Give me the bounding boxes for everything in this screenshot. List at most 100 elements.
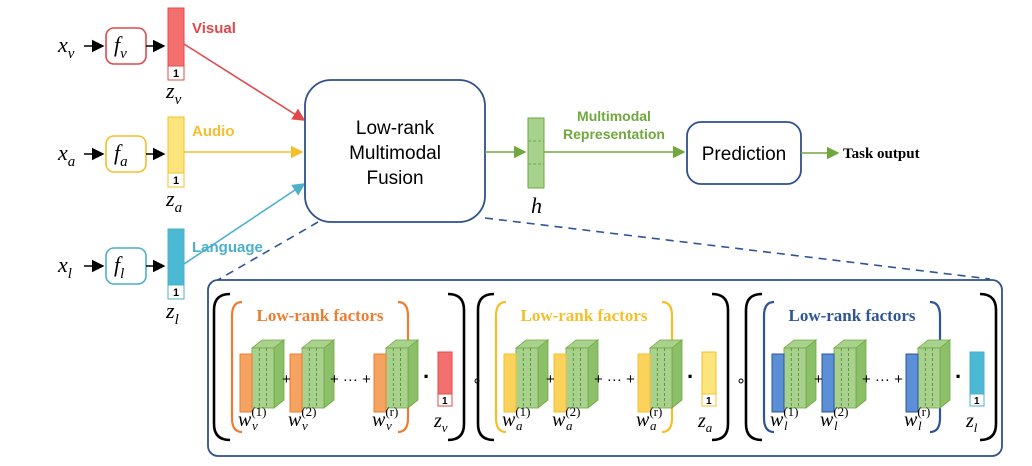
dot-operator: · bbox=[423, 364, 430, 389]
z-factor-label: zl bbox=[965, 410, 978, 435]
plus-dots-operator: + ··· + bbox=[594, 371, 635, 388]
z-vector-one-cell bbox=[969, 393, 985, 407]
factor-slab-2 bbox=[289, 353, 303, 413]
z-factor-label: za bbox=[697, 410, 713, 435]
factor-slab-1 bbox=[771, 353, 785, 413]
factor-block-side bbox=[407, 339, 419, 409]
z-a-label: za bbox=[165, 186, 182, 216]
w-label: w(r)l bbox=[904, 404, 930, 433]
z-l-label: zl bbox=[165, 298, 179, 328]
z-v-vector bbox=[167, 7, 185, 67]
factor-block-front bbox=[301, 347, 325, 409]
w-label: w(2)a bbox=[552, 404, 581, 433]
factor-block-front bbox=[565, 347, 589, 409]
factor-block-front bbox=[833, 347, 857, 409]
fusion-label-line1: Low-rank bbox=[356, 118, 435, 139]
h-label: h bbox=[531, 193, 542, 218]
factor-slab-2 bbox=[553, 353, 567, 413]
task-output-label: Task output bbox=[843, 146, 920, 162]
open-paren bbox=[212, 292, 231, 442]
z-vector-one: 1 bbox=[974, 396, 980, 407]
factor-open-bracket bbox=[762, 300, 775, 434]
z-vector-one-cell bbox=[437, 393, 453, 407]
representation-line2: Representation bbox=[563, 126, 665, 142]
z-vector bbox=[701, 351, 717, 395]
dot-operator: · bbox=[955, 364, 962, 389]
factor-group-title: Low-rank factors bbox=[788, 306, 915, 325]
representation-line1: Multimodal bbox=[577, 108, 651, 124]
z-a-one-cell bbox=[167, 172, 185, 188]
f-a-label: fa bbox=[114, 140, 128, 170]
plus-operator: + bbox=[282, 371, 291, 388]
factor-open-bracket bbox=[494, 300, 507, 434]
z-vector bbox=[969, 351, 985, 395]
z-l-vector bbox=[167, 228, 185, 286]
close-paren bbox=[979, 292, 998, 442]
factor-block-side bbox=[939, 339, 951, 409]
w-label: w(1)v bbox=[238, 404, 267, 433]
close-paren bbox=[711, 292, 730, 442]
z-l-one: 1 bbox=[173, 287, 179, 299]
z-vector-one-cell bbox=[701, 393, 717, 407]
z-l-one-cell bbox=[167, 284, 185, 300]
x-a-label: xa bbox=[57, 140, 75, 170]
fusion-label-line2: Multimodal bbox=[349, 143, 441, 164]
language-to-fusion-arrow bbox=[183, 183, 306, 265]
factor-open-bracket bbox=[230, 300, 243, 434]
factor-slab-1 bbox=[503, 353, 517, 413]
plus-operator: + bbox=[814, 371, 823, 388]
language-input-row: xl fl 1 Language zl bbox=[57, 228, 263, 328]
factor-block-side bbox=[671, 339, 683, 409]
f-v-label: fv bbox=[114, 32, 127, 62]
factor-slab-3 bbox=[373, 353, 387, 413]
x-v-label: fxv bbox=[57, 32, 75, 62]
f-l-label: fl bbox=[114, 252, 124, 282]
factor-group-title: Low-rank factors bbox=[256, 306, 383, 325]
factor-block-front bbox=[783, 347, 807, 409]
x-l-label: xl bbox=[57, 252, 72, 282]
visual-input-row: fxv fv 1 Visual zv bbox=[57, 7, 236, 108]
factor-block-front bbox=[917, 347, 941, 409]
factor-slab-2 bbox=[821, 353, 835, 413]
hadamard-operator: ∘ bbox=[736, 371, 746, 390]
close-paren bbox=[447, 292, 466, 442]
prediction-label: Prediction bbox=[702, 144, 787, 165]
dot-operator: · bbox=[687, 364, 694, 389]
h-vector bbox=[527, 117, 545, 189]
factor-block-front bbox=[515, 347, 539, 409]
factor-group-3: Low-rank factors + + ··· + w(1)l w(2)l w(r)l ·… bbox=[744, 292, 998, 442]
fusion-label-line3: Fusion bbox=[366, 168, 423, 189]
w-label: w(1)a bbox=[502, 404, 531, 433]
w-label: w(r)v bbox=[372, 404, 398, 433]
lowrank-detail-box bbox=[207, 279, 1003, 457]
w-label: w(2)l bbox=[820, 404, 849, 433]
factor-block-front bbox=[251, 347, 275, 409]
audio-label: Audio bbox=[192, 123, 235, 140]
language-label: Language bbox=[192, 239, 263, 256]
open-paren bbox=[476, 292, 495, 442]
visual-label: Visual bbox=[192, 20, 236, 37]
factor-group-2: Low-rank factors + + ··· + w(1)a w(2)a w(r)a ·… bbox=[476, 292, 746, 442]
factor-block-front bbox=[649, 347, 673, 409]
w-label: w(2)v bbox=[288, 404, 317, 433]
plus-operator: + bbox=[546, 371, 555, 388]
factor-slab-3 bbox=[905, 353, 919, 413]
factor-block-front bbox=[385, 347, 409, 409]
factor-slab-1 bbox=[239, 353, 253, 413]
factor-slab-3 bbox=[637, 353, 651, 413]
zoom-dashed-right bbox=[484, 217, 991, 280]
f-l-box bbox=[105, 247, 147, 285]
w-label: w(1)l bbox=[770, 404, 799, 433]
factor-group-title: Low-rank factors bbox=[520, 306, 647, 325]
w-label: w(r)a bbox=[636, 404, 662, 433]
z-v-one: 1 bbox=[173, 68, 179, 80]
z-v-label: zv bbox=[165, 78, 182, 108]
z-factor-label: zv bbox=[433, 410, 448, 435]
zoom-dashed-left bbox=[215, 221, 319, 282]
plus-dots-operator: + ··· + bbox=[862, 371, 903, 388]
z-vector-one: 1 bbox=[442, 396, 448, 407]
open-paren bbox=[744, 292, 763, 442]
z-a-one: 1 bbox=[173, 175, 179, 187]
